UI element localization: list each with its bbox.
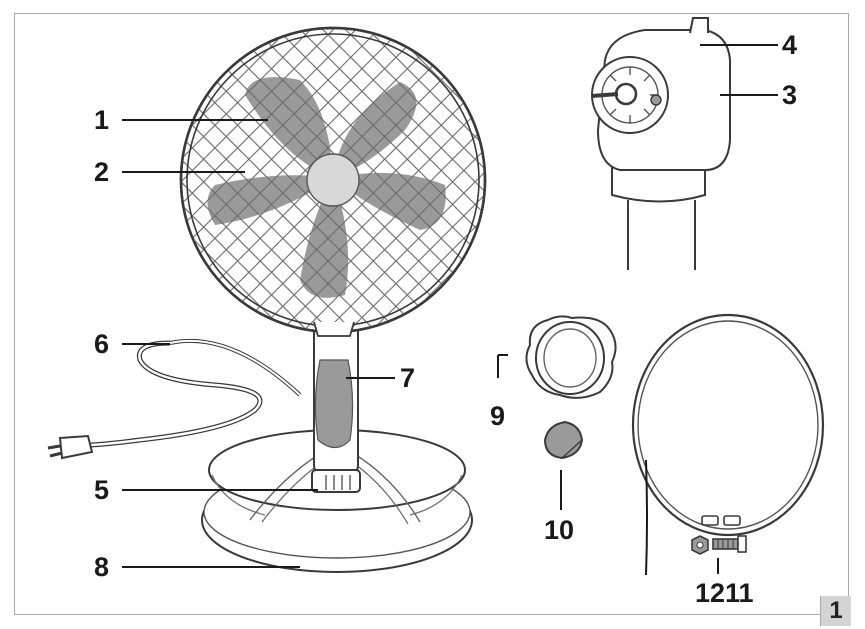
- callout-4: 4: [782, 30, 798, 60]
- oscillation-knob: [689, 17, 709, 34]
- callout-7: 7: [400, 363, 416, 393]
- figure-number-badge: 1: [820, 596, 851, 626]
- spinner-cap: [543, 420, 584, 460]
- callout-10: 10: [544, 515, 575, 545]
- callout-9: 9: [490, 401, 506, 431]
- callout-8: 8: [94, 552, 110, 582]
- callout-1: 1: [94, 105, 110, 135]
- callout-3: 3: [782, 80, 798, 110]
- leader-lines: [122, 44, 778, 576]
- fan-pole: [311, 329, 361, 493]
- power-cord: [47, 338, 302, 460]
- blade-hub: [306, 153, 360, 207]
- speed-switch: [311, 469, 361, 493]
- plug-icon: [58, 434, 94, 460]
- fan-head: [179, 26, 487, 337]
- ring-nut: [525, 315, 617, 399]
- callout-5: 5: [94, 475, 110, 505]
- callout-6: 6: [94, 329, 110, 359]
- screw-and-nut: [691, 535, 747, 555]
- callout-1211: 1211: [695, 578, 754, 608]
- motor-housing: [591, 17, 731, 270]
- fan-blades: [181, 28, 485, 332]
- callout-2: 2: [94, 157, 110, 187]
- front-grille: [631, 313, 825, 537]
- figure-frame: [14, 13, 849, 615]
